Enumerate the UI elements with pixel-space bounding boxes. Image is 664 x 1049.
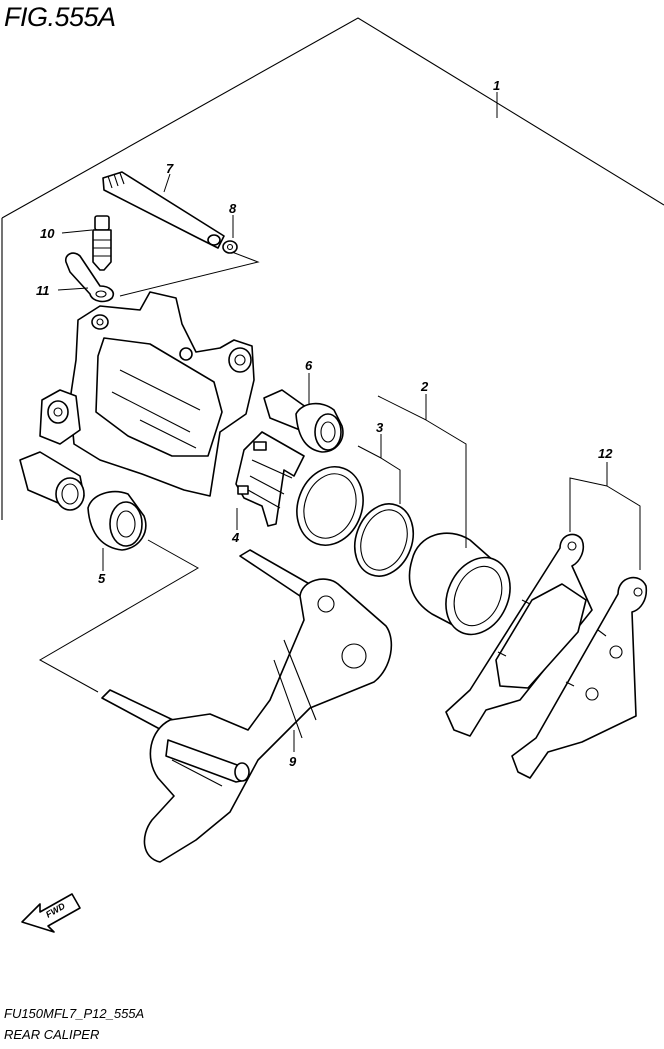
seal-3[interactable] xyxy=(286,457,423,584)
brake-pad-12-outer[interactable] xyxy=(511,576,648,779)
brake-pad-12-inner[interactable] xyxy=(445,533,593,737)
assembly-boundary xyxy=(1,17,664,219)
callout-2: 2 xyxy=(420,379,429,394)
bleeder-cap-11[interactable] xyxy=(64,252,115,303)
leader-7 xyxy=(163,173,171,193)
callout-10: 10 xyxy=(40,226,55,241)
leader-11 xyxy=(57,287,89,291)
leader-12 xyxy=(569,462,641,570)
caliper-bracket-9[interactable] xyxy=(101,549,393,863)
pad-spring-4[interactable] xyxy=(235,431,305,527)
caliper-body[interactable] xyxy=(19,291,255,511)
leader-2 xyxy=(377,394,467,548)
forward-direction-arrow: FWD xyxy=(21,893,81,933)
leader-3 xyxy=(357,434,401,504)
callout-9: 9 xyxy=(289,754,297,769)
callout-5: 5 xyxy=(98,571,106,586)
callout-6: 6 xyxy=(305,358,313,373)
explode-line-lower xyxy=(38,539,200,693)
boot-6[interactable] xyxy=(263,389,344,453)
callout-11: 11 xyxy=(36,283,50,298)
assembly-name: REAR CALIPER xyxy=(4,1027,100,1042)
boot-5[interactable] xyxy=(87,490,147,551)
piston-2[interactable] xyxy=(408,532,522,645)
leader-10 xyxy=(61,229,93,234)
figure-title: FIG.555A xyxy=(4,2,116,32)
callout-4: 4 xyxy=(231,530,240,545)
callout-3: 3 xyxy=(376,420,384,435)
bleeder-screw-10[interactable] xyxy=(92,215,112,271)
callout-8: 8 xyxy=(229,201,237,216)
callout-12: 12 xyxy=(598,446,613,461)
callout-7: 7 xyxy=(166,161,174,176)
explode-line-upper xyxy=(119,251,260,297)
slide-pin-7[interactable] xyxy=(102,171,225,249)
model-code: FU150MFL7_P12_555A xyxy=(4,1006,145,1021)
callout-1: 1 xyxy=(493,78,500,93)
nut-8[interactable] xyxy=(222,240,238,254)
